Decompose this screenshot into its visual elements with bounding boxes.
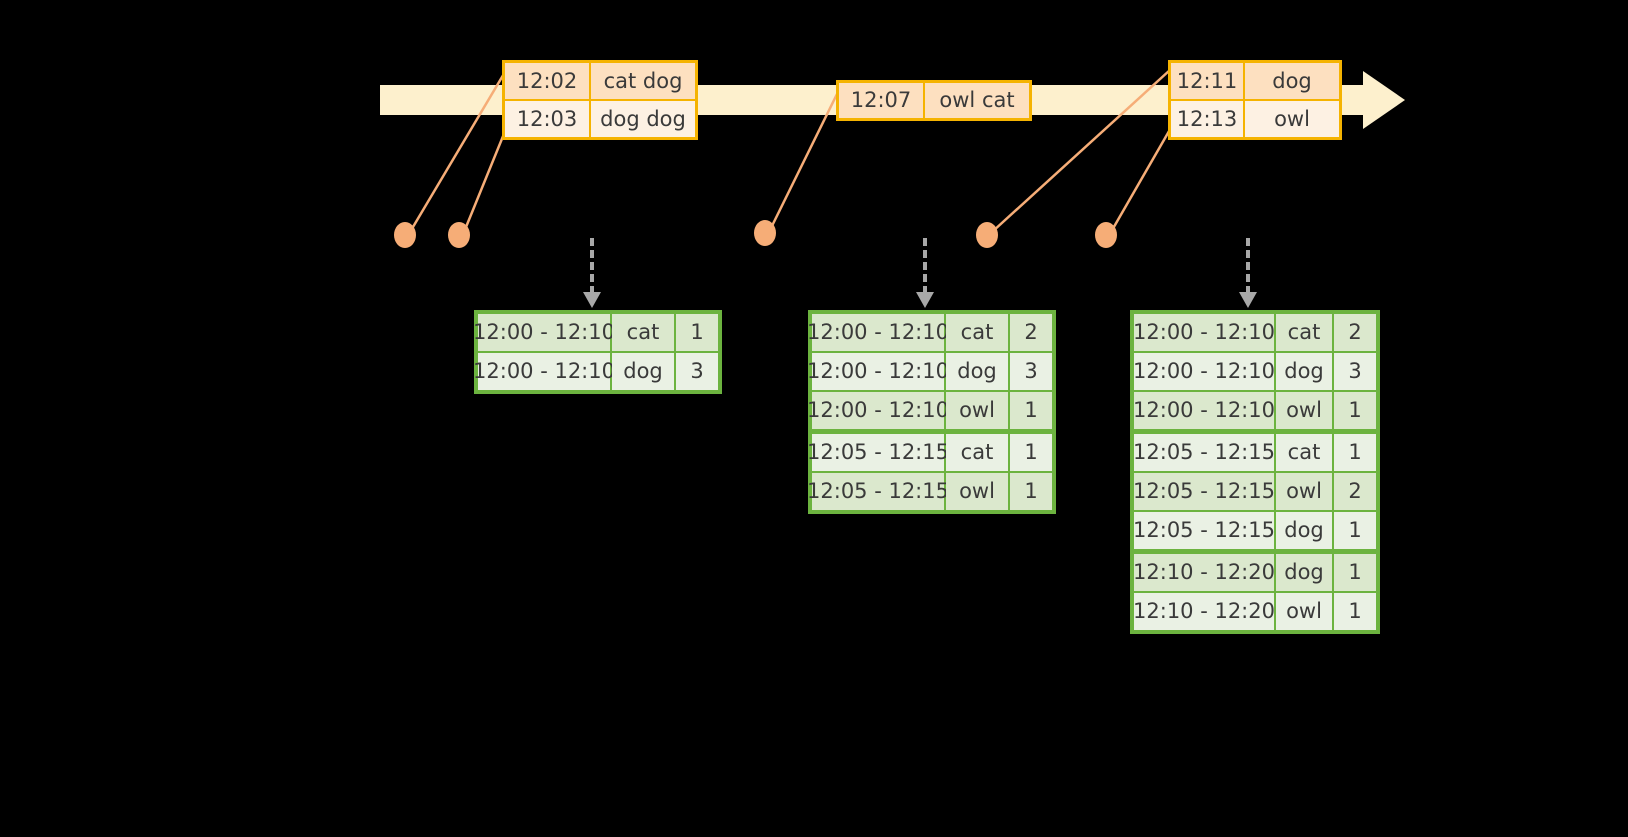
count-cell: 1	[1334, 593, 1376, 630]
count-cell: 3	[1010, 353, 1052, 390]
event-time: 12:03	[505, 101, 591, 137]
event-words: dog dog	[591, 101, 695, 137]
window-cell: 12:10 - 12:20	[1133, 554, 1275, 591]
count-cell: 1	[1334, 434, 1376, 471]
key-cell: cat	[1276, 434, 1332, 471]
window-cell: 12:05 - 12:15	[1133, 434, 1275, 471]
window-cell: 12:00 - 12:10	[473, 314, 615, 351]
window-cell: 12:00 - 12:10	[1133, 314, 1275, 351]
event-dot-5[interactable]	[1095, 222, 1117, 248]
key-cell: owl	[946, 392, 1008, 429]
arrow-shaft	[923, 238, 927, 294]
event-time: 12:11	[1171, 63, 1245, 99]
count-cell: 3	[676, 353, 718, 390]
window-cell: 12:10 - 12:20	[1133, 593, 1275, 630]
key-cell: cat	[1276, 314, 1332, 351]
event-row: 12:13 owl	[1171, 99, 1339, 137]
count-cell: 3	[1334, 353, 1376, 390]
key-cell: owl	[1276, 593, 1332, 630]
count-cell: 1	[676, 314, 718, 351]
window-cell: 12:05 - 12:15	[1133, 473, 1275, 510]
window-cell: 12:00 - 12:10	[807, 314, 949, 351]
count-cell: 1	[1010, 473, 1052, 510]
event-words: dog	[1245, 63, 1339, 99]
count-cell: 1	[1010, 434, 1052, 471]
event-time: 12:02	[505, 63, 591, 99]
event-words: owl cat	[925, 83, 1029, 118]
event-words: owl	[1245, 101, 1339, 137]
key-cell: dog	[1276, 512, 1332, 549]
key-cell: cat	[946, 314, 1008, 351]
window-cell: 12:00 - 12:10	[807, 353, 949, 390]
event-time: 12:13	[1171, 101, 1245, 137]
key-cell: cat	[946, 434, 1008, 471]
event-words: cat dog	[591, 63, 695, 99]
timeline-arrowhead-icon	[1363, 71, 1405, 129]
key-cell: dog	[1276, 554, 1332, 591]
event-group-1[interactable]: 12:02 cat dog 12:03 dog dog	[502, 60, 698, 140]
key-cell: owl	[1276, 473, 1332, 510]
event-group-2[interactable]: 12:07 owl cat	[836, 80, 1032, 121]
window-cell: 12:00 - 12:10	[807, 392, 949, 429]
arrow-head-icon	[916, 292, 934, 308]
event-group-3[interactable]: 12:11 dog 12:13 owl	[1168, 60, 1342, 140]
window-cell: 12:00 - 12:10	[1133, 353, 1275, 390]
key-cell: dog	[1276, 353, 1332, 390]
event-row: 12:07 owl cat	[839, 83, 1029, 118]
window-cell: 12:05 - 12:15	[807, 473, 949, 510]
event-dot-2[interactable]	[448, 222, 470, 248]
key-cell: dog	[946, 353, 1008, 390]
count-cell: 2	[1010, 314, 1052, 351]
count-cell: 2	[1334, 473, 1376, 510]
leader-line-5	[1109, 125, 1174, 233]
count-cell: 2	[1334, 314, 1376, 351]
key-cell: dog	[612, 353, 674, 390]
event-time: 12:07	[839, 83, 925, 118]
key-cell: owl	[1276, 392, 1332, 429]
arrow-shaft	[590, 238, 594, 294]
event-dot-1[interactable]	[394, 222, 416, 248]
count-cell: 1	[1334, 392, 1376, 429]
window-cell: 12:05 - 12:15	[807, 434, 949, 471]
key-cell: owl	[946, 473, 1008, 510]
event-dot-3[interactable]	[754, 220, 776, 246]
count-cell: 1	[1334, 554, 1376, 591]
key-cell: cat	[612, 314, 674, 351]
event-row: 12:03 dog dog	[505, 99, 695, 137]
arrow-shaft	[1246, 238, 1250, 294]
arrow-head-icon	[583, 292, 601, 308]
window-cell: 12:00 - 12:10	[1133, 392, 1275, 429]
event-row: 12:11 dog	[1171, 63, 1339, 99]
count-cell: 1	[1334, 512, 1376, 549]
leader-line-2	[462, 123, 510, 233]
window-cell: 12:05 - 12:15	[1133, 512, 1275, 549]
event-row: 12:02 cat dog	[505, 63, 695, 99]
event-dot-4[interactable]	[976, 222, 998, 248]
window-cell: 12:00 - 12:10	[473, 353, 615, 390]
count-cell: 1	[1010, 392, 1052, 429]
arrow-head-icon	[1239, 292, 1257, 308]
